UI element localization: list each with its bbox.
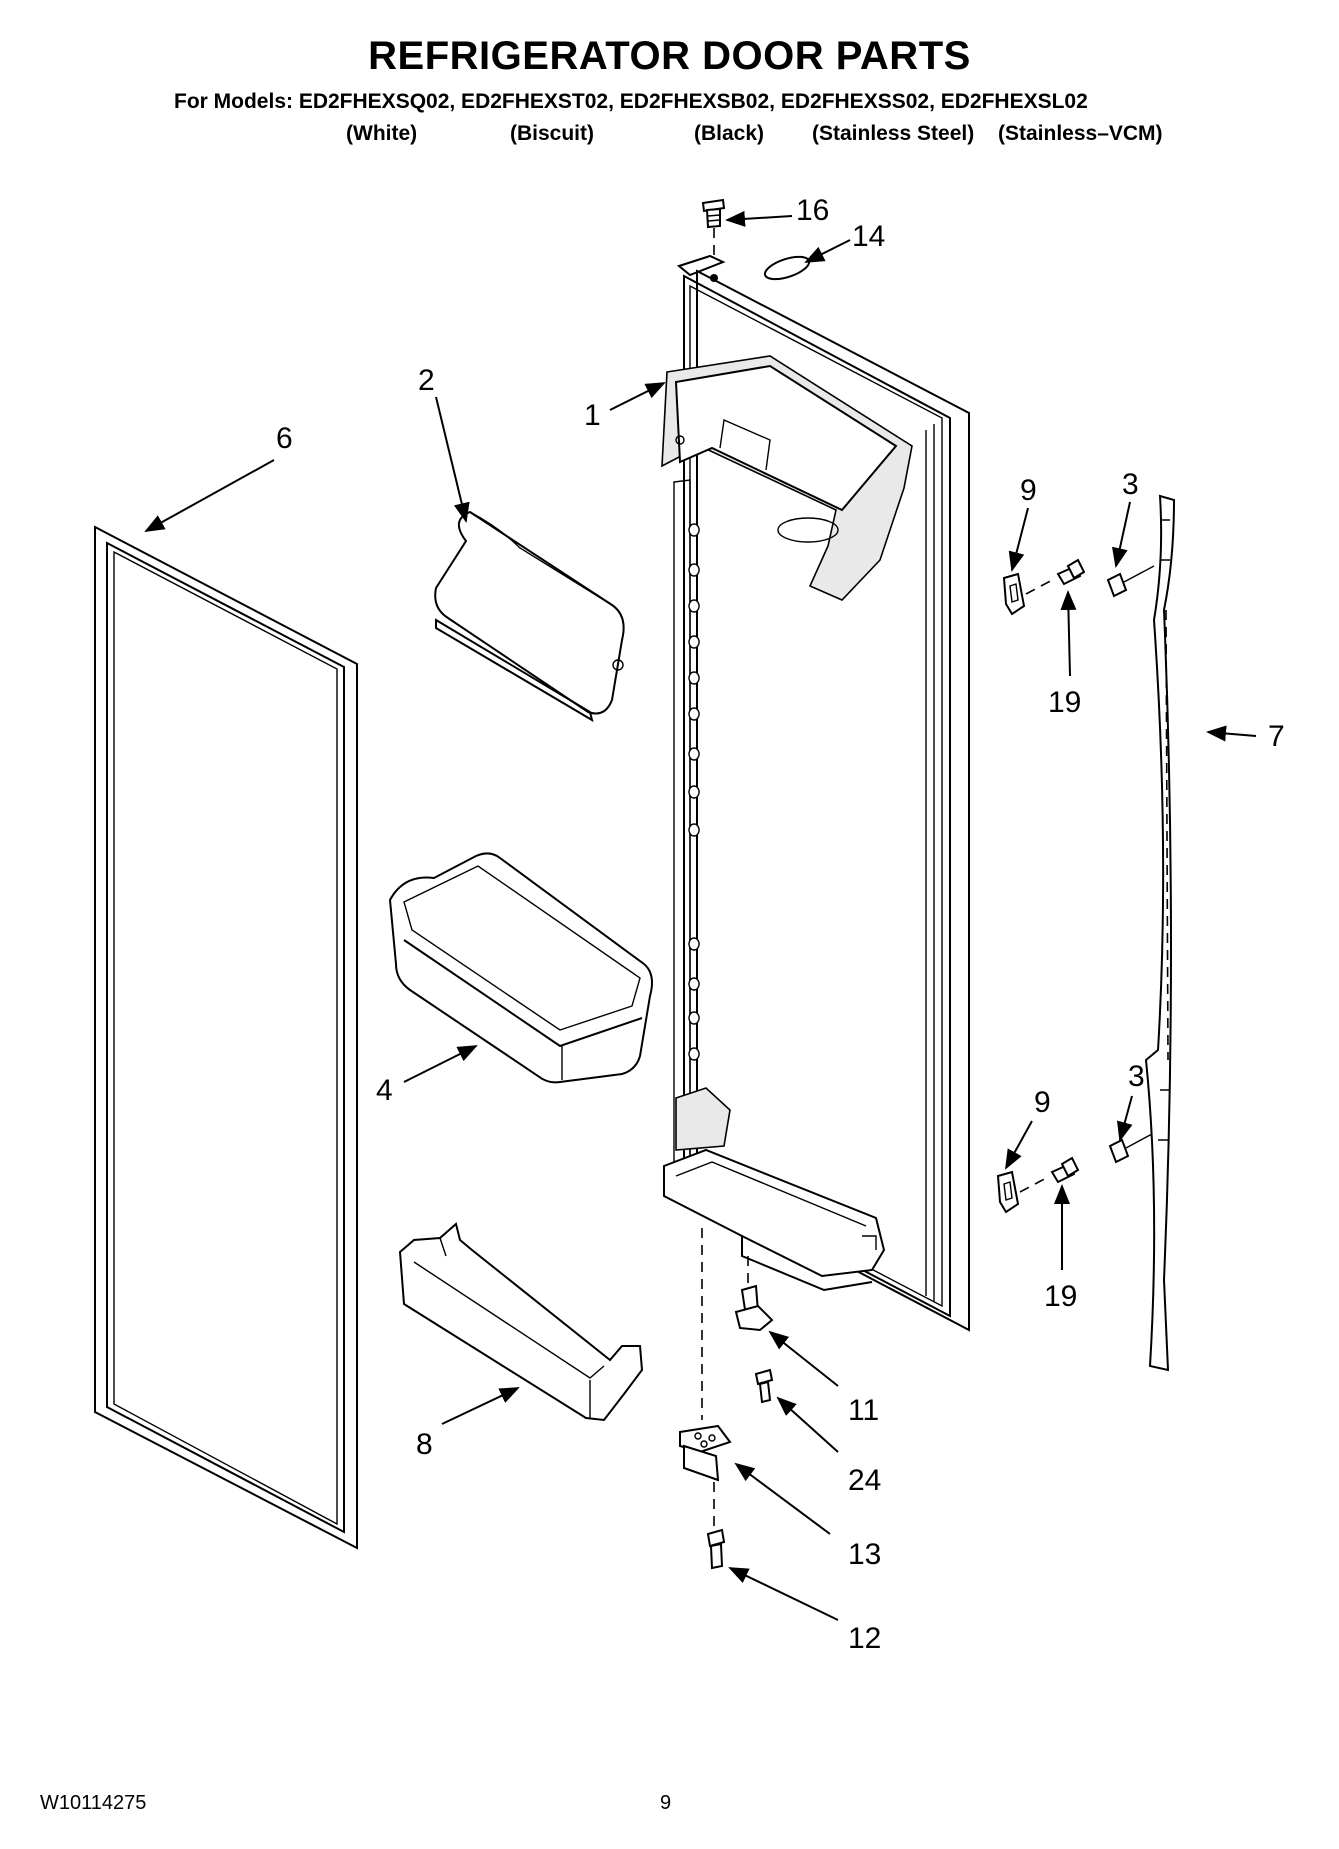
hinge-screw xyxy=(701,1228,774,1420)
page-title: REFRIGERATOR DOOR PARTS xyxy=(368,34,971,78)
page-number: 9 xyxy=(660,1792,672,1814)
callout-13: 13 xyxy=(848,1538,881,1571)
upper-handle-fasteners xyxy=(1002,558,1155,616)
callout-11: 11 xyxy=(848,1394,879,1427)
callout-12: 12 xyxy=(848,1622,881,1655)
callout-16: 16 xyxy=(796,194,829,227)
hinge-mount-screw xyxy=(706,1528,726,1570)
hinge-plug xyxy=(763,255,811,281)
callout-9-upper: 9 xyxy=(1020,474,1037,507)
color-biscuit: (Biscuit) xyxy=(510,122,594,145)
callout-8: 8 xyxy=(416,1428,433,1461)
door-handle xyxy=(1144,494,1176,1372)
door-gasket xyxy=(94,525,358,1550)
color-stainless-vcm: (Stainless–VCM) xyxy=(998,122,1163,145)
callout-7: 7 xyxy=(1268,720,1285,753)
door-liner xyxy=(661,254,970,1332)
callout-19-lower: 19 xyxy=(1044,1280,1077,1313)
leader-arrows xyxy=(144,210,1257,1621)
callout-14: 14 xyxy=(852,220,885,253)
bottom-hinge xyxy=(679,1424,732,1528)
color-white: (White) xyxy=(346,122,418,145)
lower-handle-fasteners xyxy=(996,1133,1153,1214)
callout-4: 4 xyxy=(376,1074,393,1107)
color-black: (Black) xyxy=(694,122,765,145)
color-stainless-steel: (Stainless Steel) xyxy=(812,122,975,145)
callout-6: 6 xyxy=(276,422,293,455)
callout-19-upper: 19 xyxy=(1048,686,1081,719)
callout-3-lower: 3 xyxy=(1128,1060,1145,1093)
top-hinge-pin xyxy=(701,198,726,282)
callout-9-lower: 9 xyxy=(1034,1086,1051,1119)
dairy-door xyxy=(434,510,625,723)
models-line: For Models: ED2FHEXSQ02, ED2FHEXST02, ED… xyxy=(174,90,1088,113)
document-id: W10114275 xyxy=(40,1792,147,1814)
callout-1: 1 xyxy=(584,399,601,432)
callout-24: 24 xyxy=(848,1464,881,1497)
bottom-hinge-bushing xyxy=(734,1256,774,1332)
lower-door-bin xyxy=(398,1222,644,1422)
callout-3-upper: 3 xyxy=(1122,468,1139,501)
door-bin xyxy=(388,852,653,1084)
callout-2: 2 xyxy=(418,364,435,397)
